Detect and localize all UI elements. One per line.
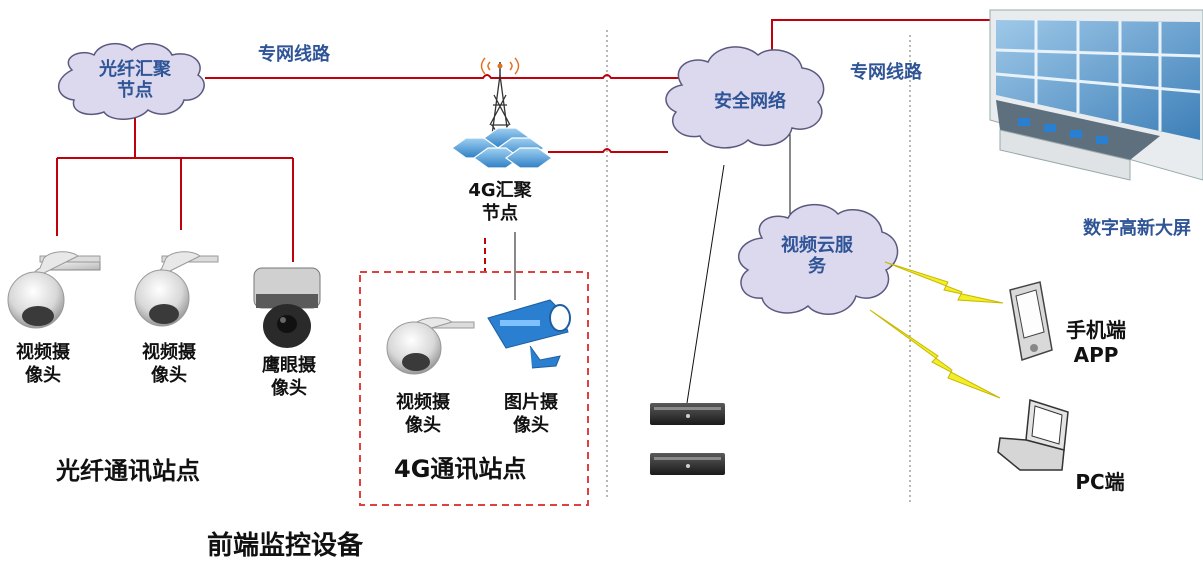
eagle-eye-camera-icon xyxy=(253,267,321,348)
eagle-camera-line2: 像头 xyxy=(271,377,307,399)
4g-hub-line1: 4G汇聚 xyxy=(468,180,532,201)
eagle-camera-label: 鹰眼摄 像头 xyxy=(252,355,326,400)
photo-camera-line2: 像头 xyxy=(513,414,549,436)
fiber-hub-line1: 光纤汇聚 xyxy=(99,59,171,80)
photo-camera-line1: 图片摄 xyxy=(504,392,558,413)
4g-hub-line2: 节点 xyxy=(482,202,518,224)
4g-camera-line1: 视频摄 xyxy=(396,392,450,413)
camera-2-line2: 像头 xyxy=(151,364,187,386)
camera-1-label: 视频摄 像头 xyxy=(6,342,80,387)
cloud-security-network xyxy=(665,46,825,149)
phone-app-line1: 手机端 xyxy=(1066,318,1126,342)
video-cloud-line2: 务 xyxy=(808,255,826,277)
red-links xyxy=(56,19,1000,262)
cloud-fiber-hub xyxy=(58,43,205,120)
video-wall-label: 数字高新大屏 xyxy=(1083,218,1191,239)
fiber-hub-label: 光纤汇聚 节点 xyxy=(80,59,190,101)
4g-hub-label: 4G汇聚 节点 xyxy=(452,180,548,225)
laptop-icon xyxy=(997,399,1069,471)
4g-hex-platform-icon xyxy=(450,127,554,169)
wireless-link-phone xyxy=(884,261,1004,304)
dedicated-line-label-left: 专网线路 xyxy=(258,44,330,65)
frontend-devices-label: 前端监控设备 xyxy=(207,531,364,561)
fiber-station-label: 光纤通讯站点 xyxy=(56,457,200,485)
dome-camera-4g-icon xyxy=(386,317,475,375)
4g-station-box xyxy=(359,271,589,506)
camera-2-label: 视频摄 像头 xyxy=(132,342,206,387)
video-wall-icon xyxy=(989,9,1203,181)
photo-camera-icon xyxy=(487,299,571,369)
mobile-phone-icon xyxy=(1009,281,1053,361)
black-links xyxy=(514,125,791,404)
dedicated-line-label-right: 专网线路 xyxy=(850,62,922,83)
4g-camera-label: 视频摄 像头 xyxy=(386,392,460,437)
eagle-camera-line1: 鹰眼摄 xyxy=(262,355,316,376)
camera-2-line1: 视频摄 xyxy=(142,342,196,363)
4g-camera-line2: 像头 xyxy=(405,414,441,436)
nvr-box-1-icon xyxy=(650,403,725,425)
4g-station-label: 4G通讯站点 xyxy=(394,455,527,483)
wireless-link-pc xyxy=(869,309,1001,399)
dome-camera-2-icon xyxy=(134,251,219,327)
fiber-hub-line2: 节点 xyxy=(117,79,153,101)
camera-1-line1: 视频摄 xyxy=(16,342,70,363)
pc-label: PC端 xyxy=(1075,470,1125,494)
phone-app-line2: APP xyxy=(1073,343,1119,367)
4g-tower-icon xyxy=(480,57,520,151)
cloud-video-service xyxy=(737,203,899,315)
camera-1-line2: 像头 xyxy=(25,364,61,386)
video-cloud-line1: 视频云服 xyxy=(781,235,853,256)
photo-camera-label: 图片摄 像头 xyxy=(494,392,568,437)
video-cloud-label: 视频云服 务 xyxy=(752,235,882,277)
security-network-label: 安全网络 xyxy=(714,91,786,112)
nvr-box-2-icon xyxy=(650,453,725,475)
phone-app-label: 手机端 APP xyxy=(1052,318,1140,368)
dome-camera-1-icon xyxy=(7,251,101,329)
